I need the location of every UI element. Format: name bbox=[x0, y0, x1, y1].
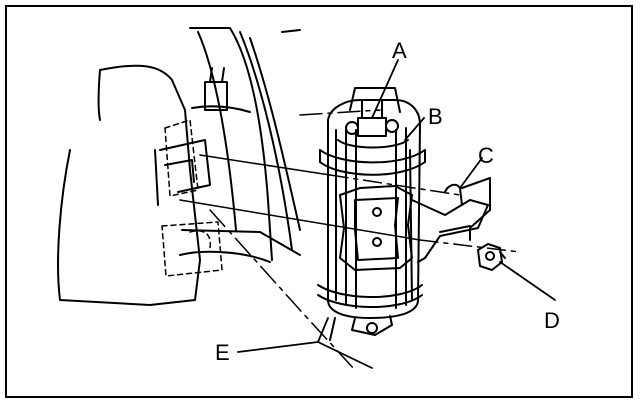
leader-c bbox=[459, 157, 483, 189]
mounting-plate bbox=[339, 185, 489, 271]
leader-e bbox=[237, 317, 329, 353]
leader-b bbox=[404, 117, 425, 141]
callout-leaders bbox=[237, 59, 556, 369]
top-fitting bbox=[337, 87, 409, 149]
hidden-outline-dashed bbox=[161, 119, 223, 277]
nut-d bbox=[477, 243, 506, 271]
diagram-frame bbox=[5, 5, 633, 398]
callout-c: C bbox=[478, 143, 494, 168]
alignment-lines bbox=[179, 109, 521, 371]
callout-a: A bbox=[392, 38, 407, 63]
electrical-connector bbox=[204, 67, 228, 111]
callout-b: B bbox=[428, 104, 443, 129]
leader-d bbox=[499, 261, 556, 301]
callout-e: E bbox=[215, 340, 230, 365]
body-mount-bracket bbox=[154, 139, 211, 206]
leader-a bbox=[371, 59, 399, 119]
lower-band bbox=[317, 284, 423, 341]
clamp-band bbox=[319, 149, 426, 176]
vehicle-body-panel bbox=[57, 27, 301, 306]
callout-d: D bbox=[544, 308, 560, 333]
